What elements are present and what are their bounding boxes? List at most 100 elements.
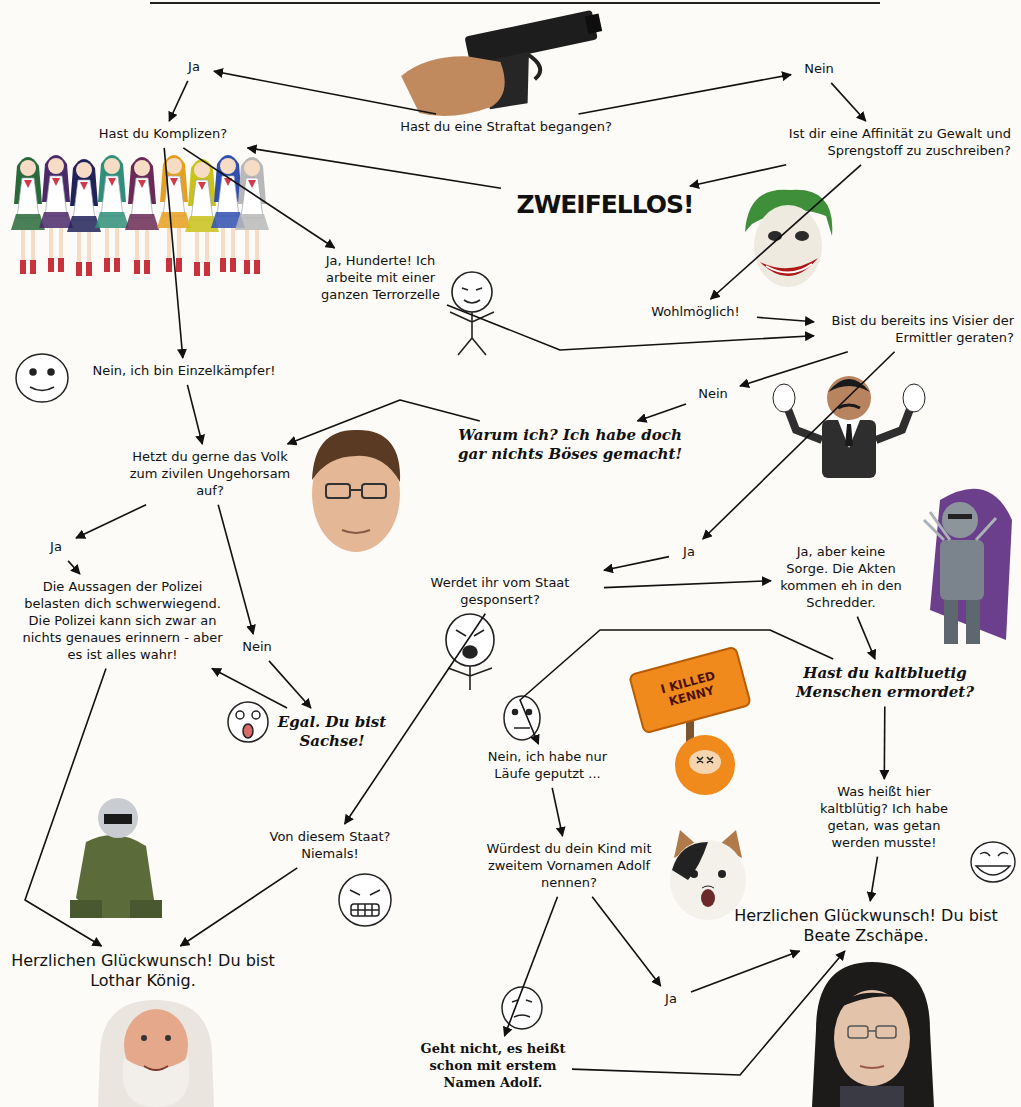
node-text: Wohlmöglich! [640,304,751,321]
kenny-sign-part [629,647,751,733]
y-u-no-face-part [463,646,477,658]
flow-arrow [218,505,253,634]
y-u-no-face-part [456,630,484,636]
node-text: Was heißt hier kaltblütig? Ich habe geta… [802,784,966,852]
cat-picture-part [690,870,698,878]
flow-arrow [180,868,297,946]
flow-arrow [288,400,480,444]
watch-out-man-part [876,404,912,440]
shredder-figure-part [948,514,972,519]
top-rule-part [150,2,880,4]
node-text: Ist dir eine Affinität zu Gewalt und Spr… [760,126,1011,160]
challenge-face [502,987,542,1029]
node-text: Hast du kaltbluetig Menschen ermordet? [787,664,983,702]
kenny-sign-part [675,735,735,795]
flow-arrow [76,505,146,538]
shredder-figure-part [966,600,980,644]
node-text: Bist du bereits ins Visier der Ermittler… [820,313,1014,347]
pistol-picture [396,9,614,128]
troll-face-part [976,866,1010,875]
challenge-face-part [514,1015,530,1017]
flow-text-node: Ist dir eine Affinität zu Gewalt und Spr… [758,125,1013,161]
surprised-face-part [243,724,253,738]
flow-text-node: Ja [673,543,705,562]
node-text: Ja [180,59,208,76]
forever-alone-face-part [30,369,36,375]
sailor-figures-picture-part [39,155,73,272]
sailor-figures-picture [11,155,269,276]
challenge-face-part [502,987,542,1029]
flow-arrow [604,557,669,571]
riot-police-figure-part [70,900,102,918]
shredder-figure-part [944,600,958,644]
lothar-portrait-part [144,1066,168,1070]
node-text: Würdest du dein Kind mit zweitem Vorname… [480,841,658,892]
sailor-figures-picture-part [95,155,129,272]
node-text: Nein, ich habe nur Läufe geputzt ... [472,749,623,783]
flow-arrow [447,305,814,350]
joker-picture-part [768,231,782,241]
flow-arrow [703,352,895,539]
flow-text-node: Nein [795,60,843,79]
troll-face-part [971,842,1015,882]
cat-picture-part [702,886,714,888]
beate-portrait-part [860,1066,884,1068]
watch-out-man-part [838,405,860,408]
flow-arrow [183,148,334,248]
flow-text-node: Geht nicht, es heißt schon mit erstem Na… [418,1040,568,1093]
joker-picture-part [795,231,809,241]
node-text: Von diesem Staat? Niemals! [257,829,403,863]
joker-picture [745,190,832,287]
watch-out-man [773,376,925,478]
lothar-portrait-part [123,1058,190,1107]
flow-arrow [604,581,771,588]
y-u-no-face-part [448,666,492,690]
node-text: ZWEIFELLOS! [507,191,703,219]
node-text: Herzlichen Glückwunsch! Du bist Beate Zs… [722,906,1010,946]
flow-text-node: Nein [233,638,281,657]
sailor-figures-picture-part [11,157,45,274]
node-text: Ja [42,539,70,556]
flow-arrow [831,83,866,121]
flow-text-node: Was heißt hier kaltblütig? Ich habe geta… [800,783,968,853]
flow-text-node: Bist du bereits ins Visier der Ermittler… [818,312,1016,348]
y-u-no-face [446,614,494,690]
rage-face-part [351,904,379,916]
node-text: Hast du Komplizen? [80,126,246,143]
riot-police-figure-part [98,798,138,838]
flow-arrow [691,951,800,992]
sailor-figures-picture-part [211,155,245,272]
snowden-portrait [312,430,400,552]
poker-face-part [514,727,530,729]
cat-picture-part [718,870,726,878]
rage-face [339,874,391,926]
flow-text-node: Hetzt du gerne das Volk zum zivilen Unge… [125,448,295,501]
rage-figure-part [452,272,492,312]
watch-out-man-part [822,420,876,478]
poker-face-part [527,710,532,715]
kenny-sign [629,647,751,795]
joker-picture-part [754,205,822,287]
riot-police-figure [70,798,162,918]
flow-arrow [212,669,287,709]
watch-out-man-part [838,420,860,448]
snowden-portrait-part [350,489,362,491]
flow-text-node: Ja [40,538,72,557]
flow-text-node: Ja, aber keine Sorge. Die Akten kommen e… [775,543,907,613]
cat-picture-part [701,889,715,907]
watch-out-man-part [773,384,795,412]
flow-arrow [520,630,833,744]
node-text: Geht nicht, es heißt schon mit erstem Na… [420,1041,566,1092]
node-text: Ja [657,991,685,1008]
snowden-portrait-part [342,530,370,533]
flow-text-node: Hast du kaltbluetig Menschen ermordet? [785,663,985,703]
node-text: Hast du eine Straftat begangen? [382,119,630,136]
beate-portrait [812,962,934,1107]
surprised-face [228,702,268,742]
sailor-figures-picture-part [185,159,219,276]
rage-figure [450,272,494,355]
flow-arrow [25,669,106,947]
flow-text-node: Nein [690,385,736,404]
node-text: Egal. Du bist Sachse! [274,713,390,751]
node-text: Nein, ich bin Einzelkämpfer! [72,363,296,380]
